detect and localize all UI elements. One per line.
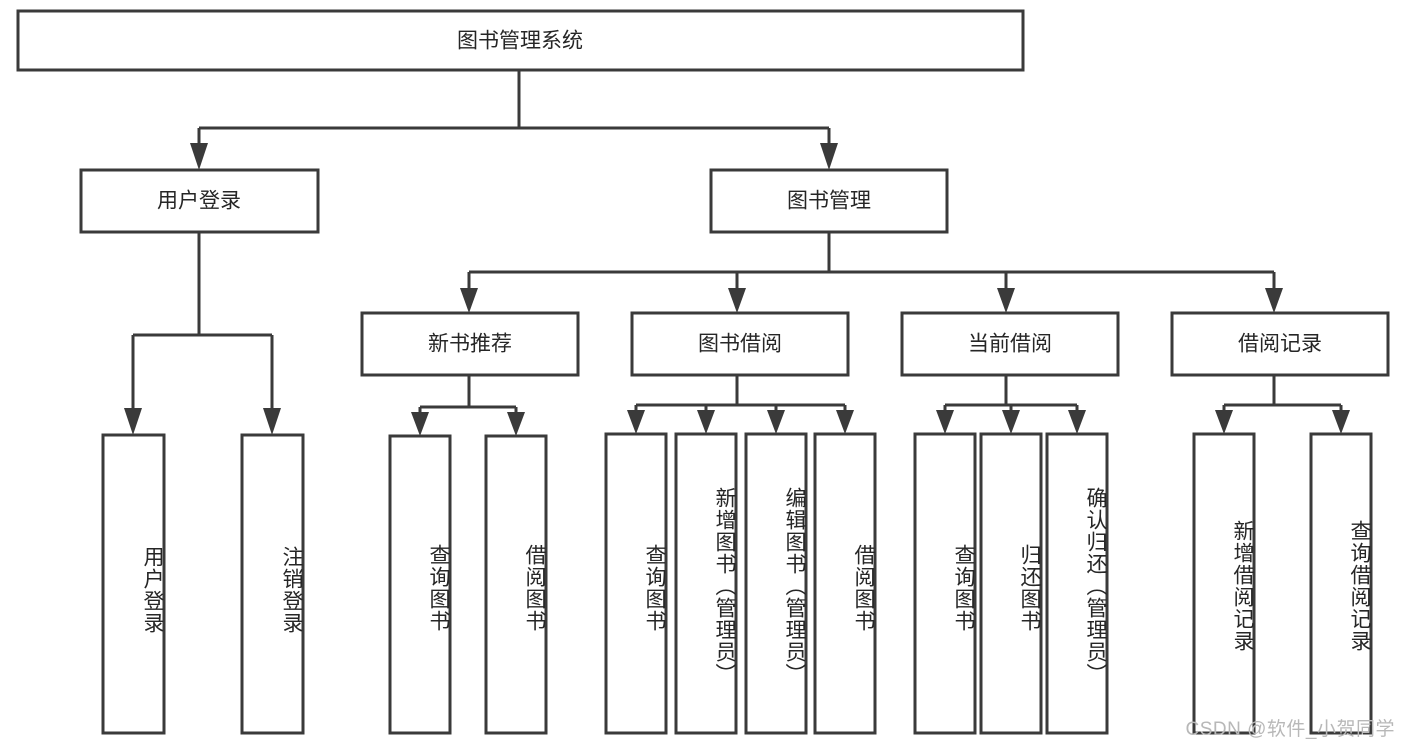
node-leaf-add-book[interactable] [674, 432, 738, 735]
node-label: 新书推荐 [428, 333, 512, 356]
arrow-head-icon [190, 143, 208, 170]
node-label: 当前借阅 [968, 333, 1052, 356]
node-label: 用户登录 [157, 190, 241, 213]
watermark: CSDN @软件_小贺同学 [1185, 719, 1395, 740]
node-leaf-confirm-return[interactable] [1045, 432, 1109, 735]
node-box-shape [1170, 311, 1390, 377]
node-new-book-recommend[interactable]: 新书推荐 [360, 311, 580, 377]
node-leaf-return-book[interactable] [979, 432, 1043, 735]
arrow-head-icon [1265, 288, 1283, 313]
connector-book-borrow-to-leaves [627, 375, 854, 434]
arrow-head-icon [1068, 410, 1086, 434]
node-book-borrow[interactable]: 图书借阅 [630, 311, 850, 377]
connector-book-management-to-level3 [460, 232, 1283, 313]
node-box-shape [360, 311, 580, 377]
node-box-shape [709, 168, 949, 234]
node-leaf-edit-book[interactable] [744, 432, 808, 735]
arrow-head-icon [697, 410, 715, 434]
connector-user-login-to-leaves [124, 232, 281, 435]
arrow-head-icon [1002, 410, 1020, 434]
connector-current-borrow-to-leaves [936, 375, 1086, 434]
arrow-head-icon [411, 412, 429, 436]
node-root[interactable]: 图书管理系统 [16, 9, 1025, 72]
arrow-head-icon [767, 410, 785, 434]
node-current-borrow[interactable]: 当前借阅 [900, 311, 1120, 377]
node-label: 图书借阅 [698, 333, 782, 356]
node-user-login[interactable]: 用户登录 [79, 168, 320, 234]
connector-new-book-recommend-to-leaves [411, 375, 525, 436]
arrow-head-icon [1332, 410, 1350, 434]
arrow-head-icon [936, 410, 954, 434]
arrow-head-icon [1215, 410, 1233, 434]
node-leaf-query-book-2[interactable] [604, 432, 668, 735]
connector-root-to-level2 [190, 70, 838, 170]
arrow-head-icon [627, 410, 645, 434]
node-borrow-record[interactable]: 借阅记录 [1170, 311, 1390, 377]
node-leaf-add-record[interactable] [1192, 432, 1256, 735]
arrow-head-icon [263, 408, 281, 435]
node-leaf-borrow-book-2[interactable] [813, 432, 877, 735]
node-box-shape [900, 311, 1120, 377]
node-leaf-user-login[interactable] [101, 433, 166, 735]
node-box-shape [16, 9, 1025, 72]
arrow-head-icon [997, 288, 1015, 313]
arrow-head-icon [124, 408, 142, 435]
arrow-head-icon [507, 412, 525, 436]
arrow-head-icon [836, 410, 854, 434]
connector-borrow-record-to-leaves [1215, 375, 1350, 434]
node-book-management[interactable]: 图书管理 [709, 168, 949, 234]
node-label: 图书管理系统 [457, 30, 583, 53]
node-label: 图书管理 [787, 190, 871, 213]
arrow-head-icon [728, 288, 746, 313]
node-leaf-logout-login[interactable] [240, 433, 305, 735]
arrow-head-icon [820, 143, 838, 170]
arrow-head-icon [460, 288, 478, 313]
node-leaf-query-book-1[interactable] [388, 434, 452, 735]
node-leaf-query-record[interactable] [1309, 432, 1373, 735]
node-box-shape [630, 311, 850, 377]
node-box-shape [79, 168, 320, 234]
node-label: 借阅记录 [1238, 333, 1322, 356]
node-leaf-borrow-book-1[interactable] [484, 434, 548, 735]
node-leaf-query-book-3[interactable] [913, 432, 977, 735]
